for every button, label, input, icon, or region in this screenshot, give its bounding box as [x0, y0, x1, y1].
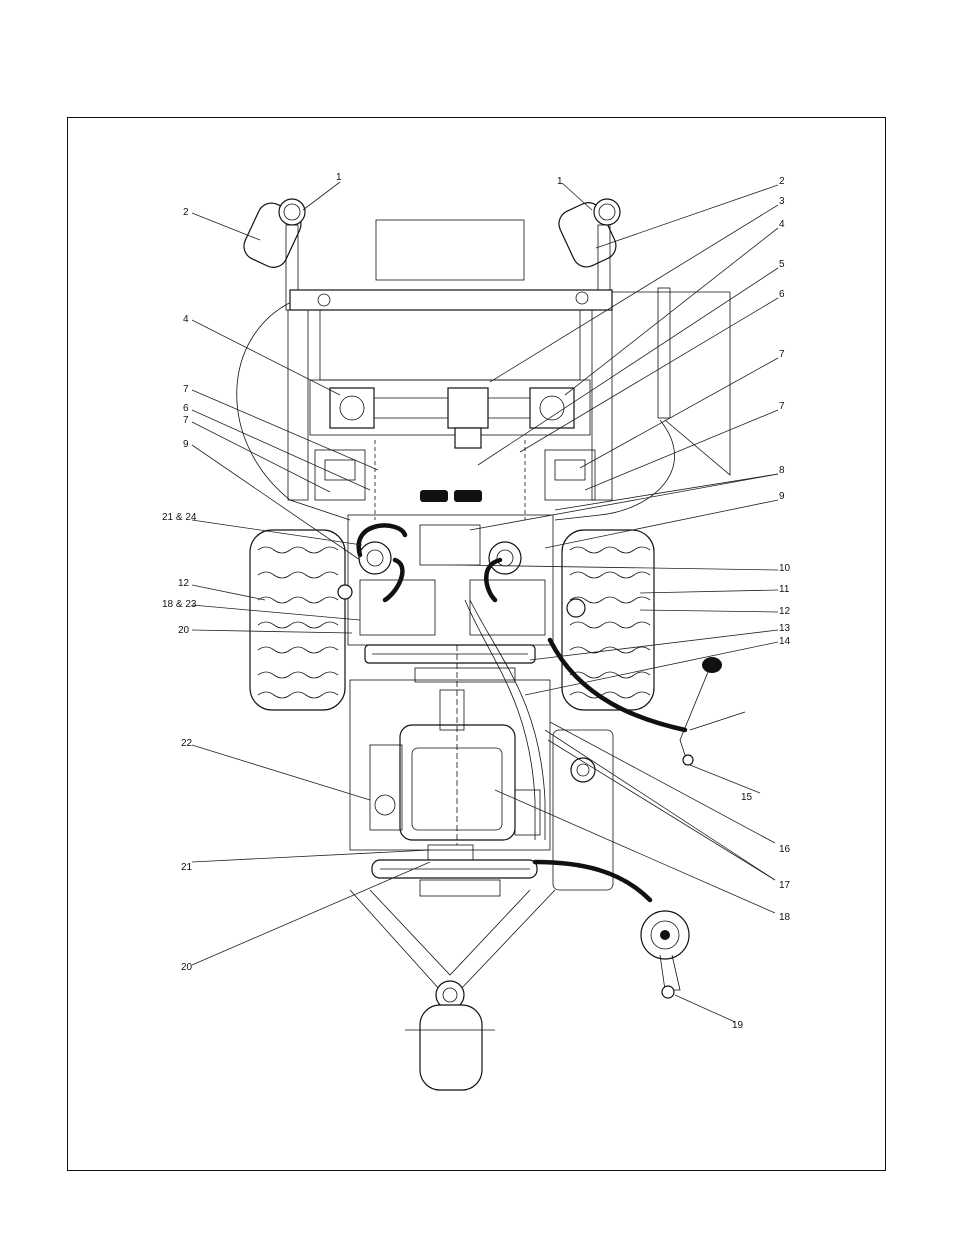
right-bracket [524, 440, 596, 520]
callout-16: 16 [779, 844, 791, 855]
callout-6-left: 6 [183, 403, 189, 414]
callout-9-left: 9 [183, 439, 189, 450]
callout-3: 3 [779, 196, 785, 207]
deck-outline [236, 297, 675, 521]
left-rear-tire [249, 529, 346, 711]
callout-17: 17 [779, 880, 791, 891]
callout-7-left-a: 7 [183, 384, 189, 395]
callout-18: 18 [779, 912, 791, 923]
callout-labels: 1 2 1 2 3 4 5 6 4 7 6 7 7 7 9 8 9 21 & 2… [162, 172, 791, 1031]
callout-12-right: 12 [779, 606, 791, 617]
callout-20-upper: 20 [178, 625, 190, 636]
control-cable [469, 599, 546, 840]
idler-pulley-assembly [532, 859, 690, 999]
throttle-lever-assembly [547, 637, 746, 766]
callout-2-right: 2 [779, 176, 785, 187]
callout-10: 10 [779, 563, 791, 574]
callout-14: 14 [779, 636, 791, 647]
lower-belt [371, 859, 538, 897]
callout-7-right-a: 7 [779, 349, 785, 360]
callout-7-right-b: 7 [779, 401, 785, 412]
right-rear-tire [561, 529, 655, 711]
engine [349, 645, 551, 864]
callout-4-right: 4 [779, 219, 785, 230]
callout-6-right: 6 [779, 289, 785, 300]
deck-outline-right [612, 291, 731, 476]
left-bracket [314, 440, 376, 520]
callout-5: 5 [779, 259, 785, 270]
callout-22: 22 [181, 738, 193, 749]
callout-20-lower: 20 [181, 962, 193, 973]
fuel-tank [552, 729, 614, 891]
callout-2-left: 2 [183, 207, 189, 218]
callout-21: 21 [181, 862, 193, 873]
callout-21-24: 21 & 24 [162, 512, 197, 523]
callout-15: 15 [741, 792, 753, 803]
callout-13: 13 [779, 623, 791, 634]
caster-fork [349, 889, 556, 1010]
callout-8: 8 [779, 465, 785, 476]
leader-lines [191, 181, 779, 1023]
callout-11: 11 [779, 584, 790, 595]
control-cable-2 [464, 599, 536, 840]
callout-1-left: 1 [336, 172, 342, 183]
callout-9-right: 9 [779, 491, 785, 502]
callout-4-left: 4 [183, 314, 189, 325]
callout-18-23: 18 & 23 [162, 599, 197, 610]
front-caster-wheel [405, 1004, 495, 1091]
right-handle-grip [558, 198, 621, 311]
left-handle-grip [243, 198, 306, 311]
callout-12-left: 12 [178, 578, 190, 589]
upper-belt [364, 644, 536, 683]
callout-7-left-b: 7 [183, 415, 189, 426]
callout-19: 19 [732, 1020, 744, 1031]
main-frame [287, 219, 671, 501]
callout-1-right: 1 [557, 176, 563, 187]
diagram-frame [67, 117, 886, 1171]
